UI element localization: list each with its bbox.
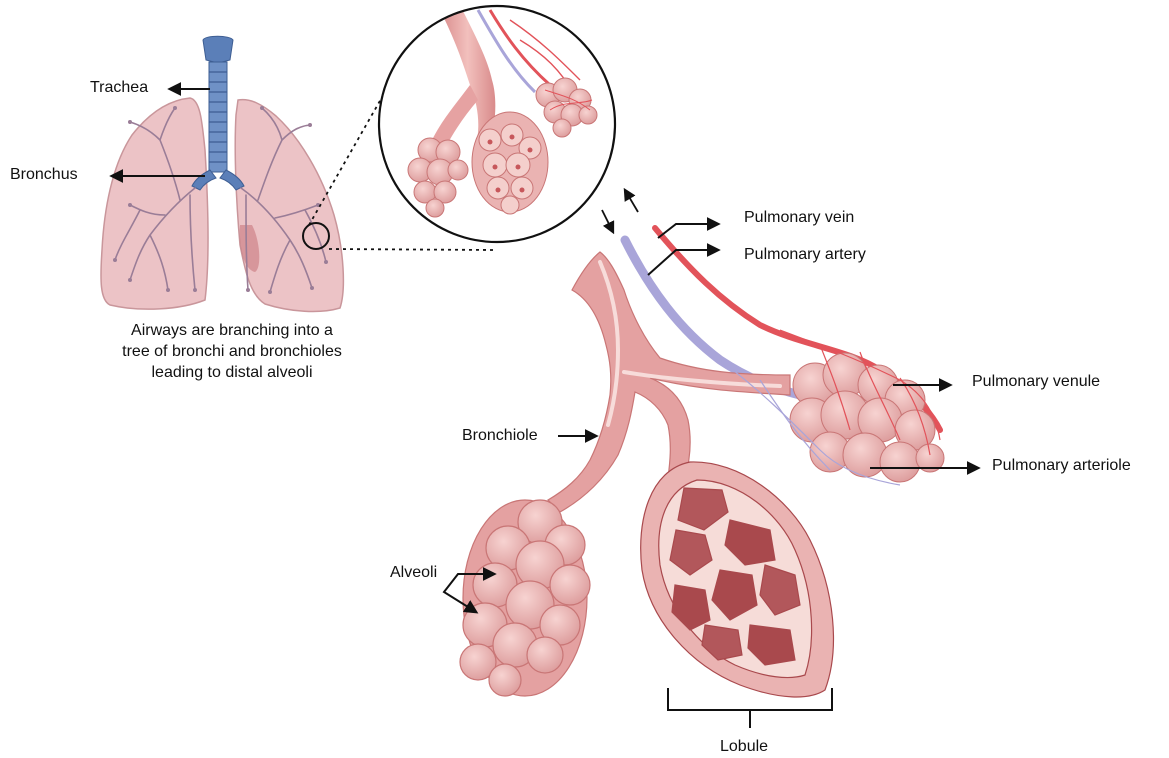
label-alveoli: Alveoli — [390, 564, 437, 582]
capillary-cluster — [790, 353, 944, 482]
label-bronchiole: Bronchiole — [462, 427, 538, 445]
caption-line-3: leading to distal alveoli — [82, 362, 382, 383]
label-trachea: Trachea — [90, 79, 148, 97]
left-lung — [235, 100, 343, 312]
bronchiole-lobule-illustration — [460, 228, 944, 697]
label-pulmonary-venule: Pulmonary venule — [972, 373, 1100, 391]
right-lung — [101, 98, 208, 309]
caption-line-1: Airways are branching into a — [82, 320, 382, 341]
lobule-cross-section — [641, 462, 834, 697]
label-pulmonary-arteriole: Pulmonary arteriole — [992, 457, 1131, 475]
caption-line-2: tree of bronchi and bronchioles — [82, 341, 382, 362]
label-lobule: Lobule — [720, 738, 768, 756]
lungs-illustration — [101, 36, 343, 311]
label-bronchus: Bronchus — [10, 166, 78, 184]
zoom-magnification-circle — [379, 5, 615, 242]
lung-caption: Airways are branching into a tree of bro… — [82, 320, 382, 383]
pulmonary-vein-arrow — [658, 224, 718, 238]
flow-arrows — [602, 190, 638, 232]
label-pulmonary-artery: Pulmonary artery — [744, 246, 866, 264]
label-pulmonary-vein: Pulmonary vein — [744, 209, 854, 227]
alveoli-cluster — [460, 500, 590, 696]
